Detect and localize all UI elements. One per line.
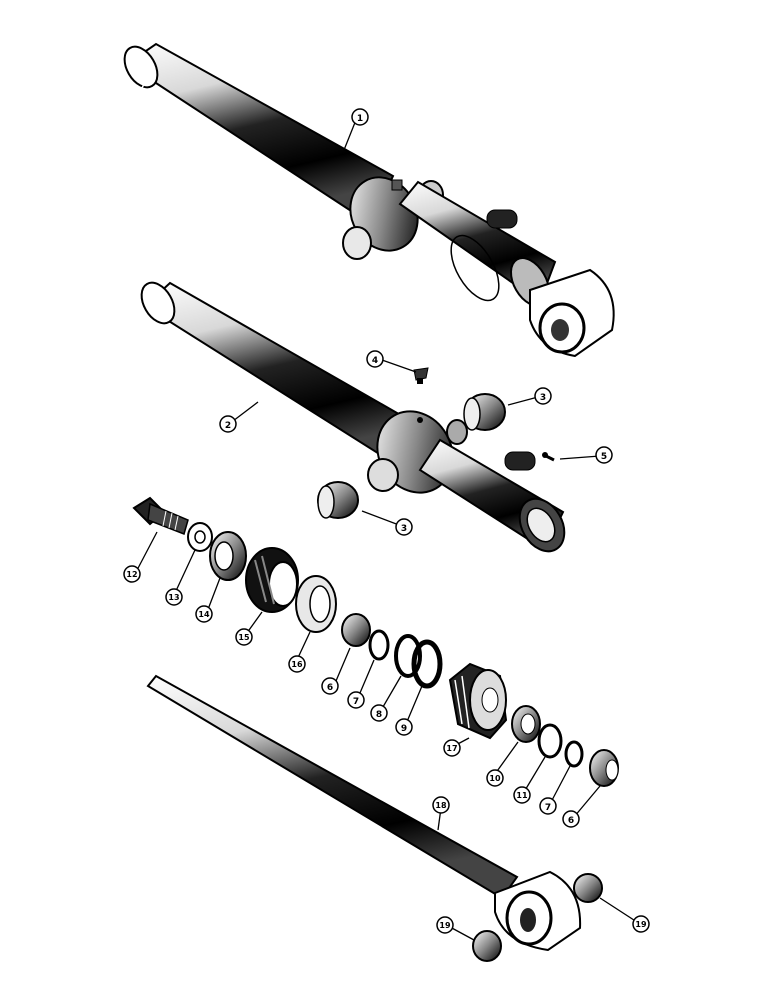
seal-ring — [411, 639, 443, 689]
svg-text:1: 1 — [357, 114, 363, 124]
bushing-upper — [463, 393, 506, 431]
gland-washer — [511, 705, 541, 743]
bolt — [132, 496, 189, 535]
grease-fitting — [413, 367, 429, 384]
svg-text:19: 19 — [635, 920, 647, 929]
cylinder-barrel — [140, 281, 566, 553]
rod-bushing-left — [472, 930, 502, 962]
callout-2: 2 — [219, 415, 237, 433]
gland — [448, 662, 508, 740]
callout-7a: 7 — [347, 691, 365, 709]
wiper-rod — [589, 749, 619, 787]
svg-text:17: 17 — [446, 744, 457, 753]
callout-14: 14 — [195, 605, 213, 623]
callout-19a: 19 — [436, 916, 454, 934]
callout-3b: 3 — [534, 387, 552, 405]
set-screw — [542, 452, 555, 462]
svg-text:19: 19 — [439, 921, 451, 930]
svg-text:13: 13 — [168, 593, 179, 602]
callout-15: 15 — [235, 628, 253, 646]
piston-packing — [245, 547, 299, 613]
backup-ring — [394, 634, 422, 678]
svg-text:14: 14 — [198, 610, 210, 619]
callout-4: 4 — [366, 350, 384, 368]
spacer — [209, 531, 247, 581]
callout-7b: 7 — [539, 797, 557, 815]
svg-text:9: 9 — [401, 724, 407, 734]
callout-12: 12 — [123, 565, 141, 583]
callout-6b: 6 — [562, 810, 580, 828]
callout-8: 8 — [370, 704, 388, 722]
svg-text:10: 10 — [489, 774, 501, 783]
bushing-lower — [317, 481, 359, 519]
callout-18: 18 — [432, 796, 450, 814]
callout-1: 1 — [351, 108, 369, 126]
cylinder-assembly — [123, 42, 615, 358]
callout-16: 16 — [288, 655, 306, 673]
o-ring-rod — [564, 740, 584, 768]
callout-5: 5 — [595, 446, 613, 464]
callout-10: 10 — [486, 769, 504, 787]
svg-text:15: 15 — [238, 633, 250, 642]
callout-19b: 19 — [632, 915, 650, 933]
rod-bushing-right — [573, 873, 603, 903]
svg-text:7: 7 — [353, 697, 359, 707]
svg-text:3: 3 — [540, 393, 546, 403]
svg-text:18: 18 — [435, 801, 447, 810]
svg-text:16: 16 — [291, 660, 303, 669]
wiper — [341, 613, 371, 647]
svg-text:8: 8 — [376, 710, 382, 720]
svg-text:6: 6 — [568, 816, 574, 826]
callout-11: 11 — [513, 786, 531, 804]
svg-text:2: 2 — [225, 421, 231, 431]
svg-text:12: 12 — [126, 570, 137, 579]
callout-17: 17 — [443, 739, 461, 757]
callout-13: 13 — [165, 588, 183, 606]
washer — [187, 522, 213, 552]
svg-text:6: 6 — [327, 683, 333, 693]
svg-text:11: 11 — [516, 791, 528, 800]
svg-text:3: 3 — [401, 524, 407, 534]
gland-ring — [537, 723, 563, 759]
piston-retainer — [295, 575, 337, 633]
callout-3a: 3 — [395, 518, 413, 536]
callout-9: 9 — [395, 718, 413, 736]
svg-text:4: 4 — [372, 356, 378, 366]
callout-6a: 6 — [321, 677, 339, 695]
svg-text:7: 7 — [545, 803, 551, 813]
svg-text:5: 5 — [601, 452, 607, 462]
o-ring — [368, 629, 390, 661]
piston-rod — [146, 674, 582, 952]
